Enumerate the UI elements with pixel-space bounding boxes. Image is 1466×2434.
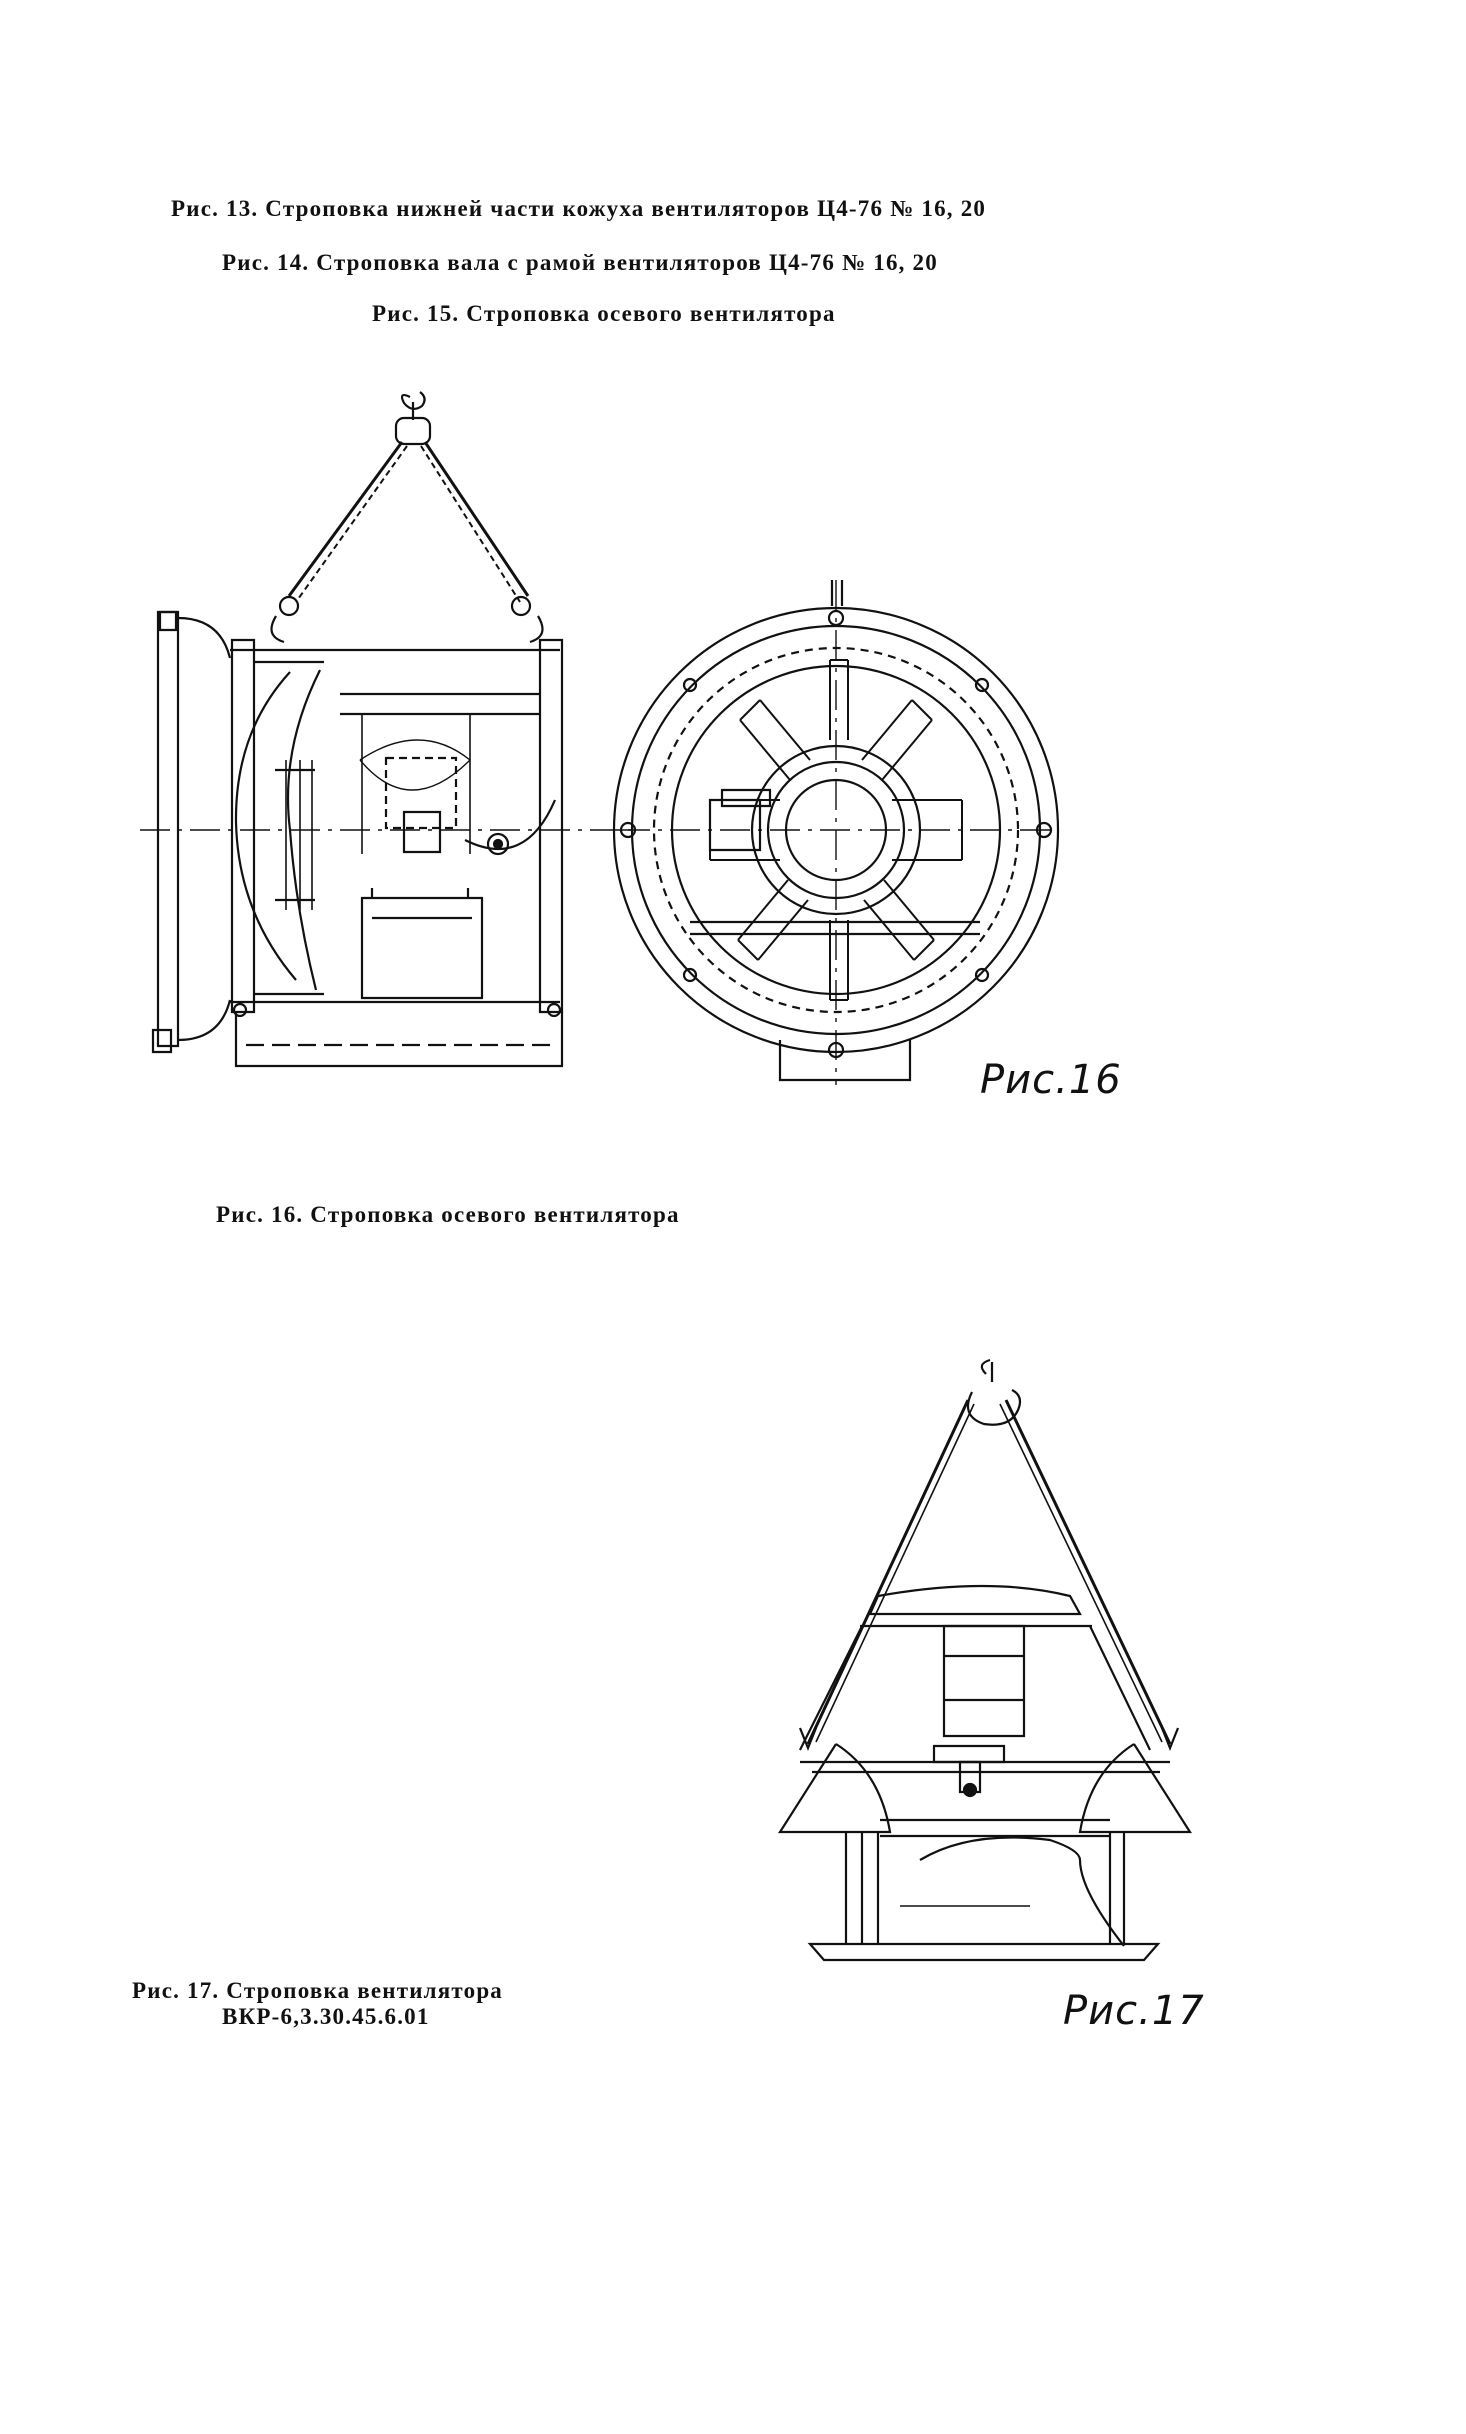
caption-fig14: Рис. 14. Строповка вала с рамой вентилят… — [222, 250, 938, 275]
caption-fig17-line2: ВКР-6,3.30.45.6.01 — [222, 2004, 430, 2029]
caption-fig13: Рис. 13. Строповка нижней части кожуха в… — [171, 196, 987, 221]
figure-label-fig16: Рис.16 — [980, 1057, 1122, 1103]
caption-fig16: Рис. 16. Строповка осевого вентилятора — [216, 1202, 680, 1227]
caption-fig15: Рис. 15. Строповка осевого вентилятора — [372, 301, 836, 326]
figure-label-fig17: Рис.17 — [1063, 1988, 1205, 2034]
caption-fig17-line1: Рис. 17. Строповка вентилятора — [132, 1978, 504, 2003]
